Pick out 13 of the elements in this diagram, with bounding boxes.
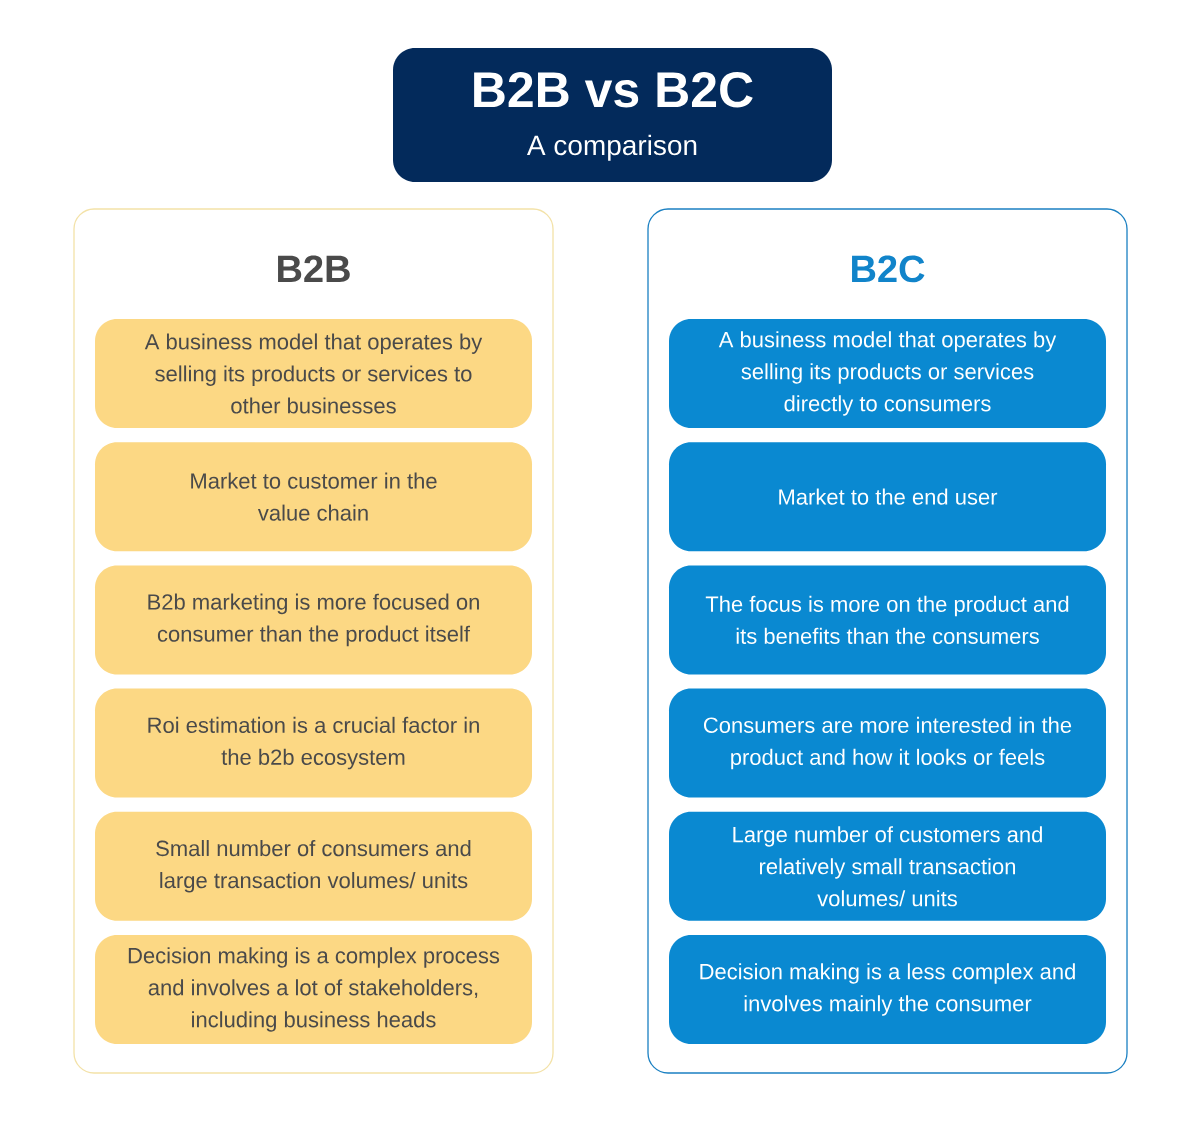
statement-box: A business model that operates by selling its products or services to other businesses xyxy=(95,319,532,428)
statement-box: Large number of customers and relatively small transaction volumes/ units xyxy=(669,811,1106,921)
statement-box: Decision making is a less complex and involves mainly the consumer xyxy=(669,935,1106,1044)
statement-box: The focus is more on the product and its benefits than the consumers xyxy=(669,565,1106,675)
statement-box: Market to customer in the value chain xyxy=(95,442,532,552)
statement-box: Consumers are more interested in the product and how it looks or feels xyxy=(669,688,1106,798)
statement-box: Roi estimation is a crucial factor in the b2b ecosystem xyxy=(95,688,532,798)
statement-box: Market to the end user xyxy=(669,442,1106,552)
statement-box: Small number of consumers and large transaction volumes/ units xyxy=(95,811,532,921)
statement-box: B2b marketing is more focused on consumer than the product itself xyxy=(95,565,532,675)
statement-box: Decision making is a complex process and involves a lot of stakeholders, including business heads xyxy=(95,935,532,1044)
header-box: B2B vs B2C A comparison xyxy=(393,48,832,182)
statement-box: A business model that operates by selling its products or services directly to consumers xyxy=(669,319,1106,428)
